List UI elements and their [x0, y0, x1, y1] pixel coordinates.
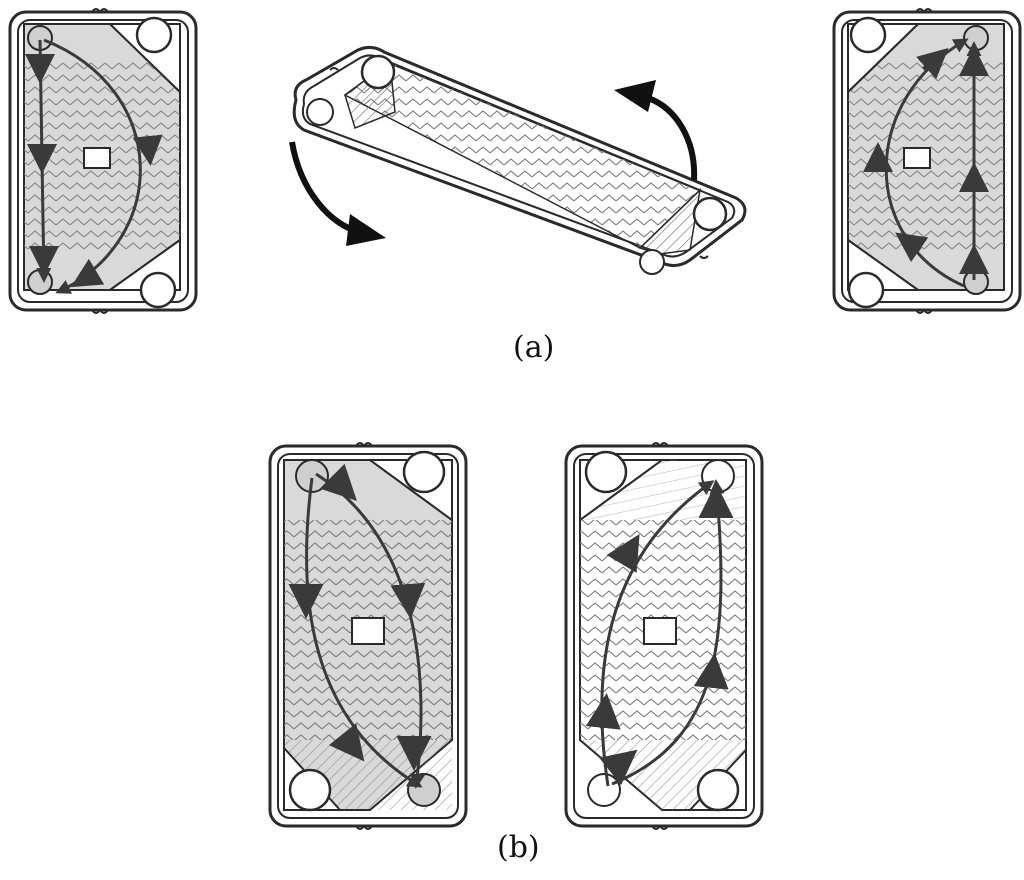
plate-a-left: [8, 8, 198, 314]
plate-b-left: [268, 442, 468, 830]
flow-arrow-icon: [288, 463, 432, 789]
plate-a-right: [832, 8, 1022, 314]
flow-arrow-icon: [585, 479, 734, 787]
flow-arrow-icon: [863, 38, 989, 288]
rotation-arrow-icon: [614, 80, 698, 181]
caption-a: (a): [513, 330, 555, 365]
rotation-arrow-icon: [289, 141, 386, 246]
plate-a-rotated: [292, 45, 747, 275]
plate-b-right: [564, 442, 764, 830]
flow-arrow-icon: [25, 38, 163, 294]
caption-b: (b): [497, 830, 540, 865]
